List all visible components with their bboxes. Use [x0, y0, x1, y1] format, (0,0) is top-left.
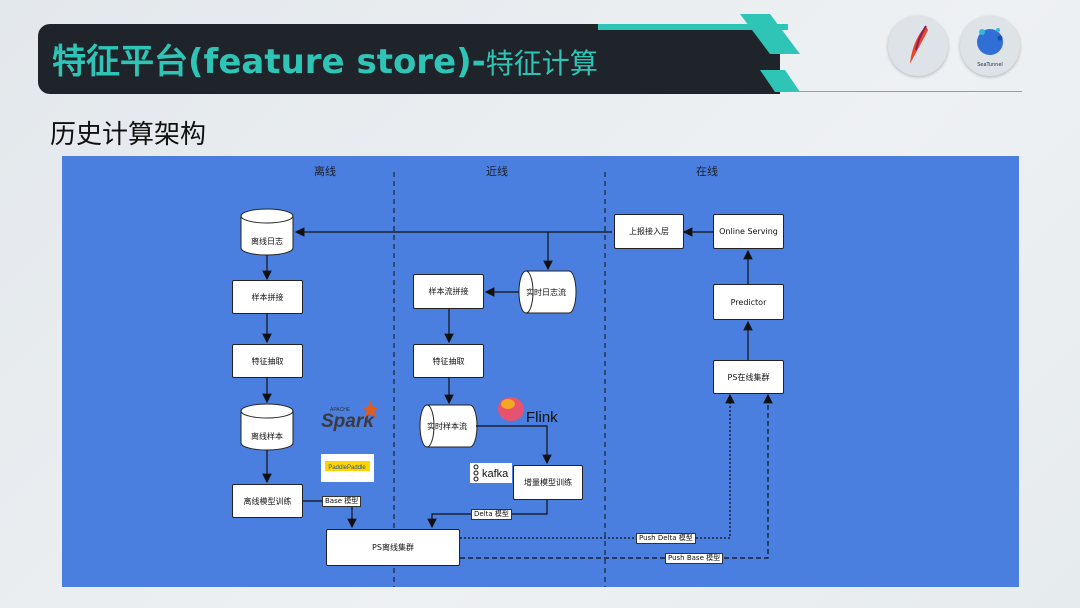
cylinder-realtime-log-stream [518, 270, 577, 314]
paddle-logo-text: PaddlePaddle [328, 465, 366, 471]
paddle-logo: PaddlePaddle [321, 454, 374, 482]
edge-push-base [460, 393, 773, 559]
node-stream-join: 样本流拼接 [413, 274, 484, 309]
spark-star-icon [361, 400, 380, 418]
title-accent-bar [598, 24, 788, 30]
architecture-diagram [62, 156, 1019, 587]
kafka-icon [473, 464, 479, 470]
edge-label-push-base: Push Base 模型 [665, 553, 724, 564]
flink-logo-text: Flink [526, 409, 558, 426]
lane-label-offline: 离线 [314, 165, 336, 178]
feather-icon [910, 25, 928, 64]
kafka-logo-text: kafka [482, 468, 509, 480]
apache-feather-logo [888, 16, 948, 76]
page-title-light: 特征计算 [485, 47, 598, 80]
node-online-serving: Online Serving [713, 214, 784, 249]
node-report-layer: 上报接入层 [614, 214, 684, 249]
cylinder-realtime-sample-stream [419, 404, 478, 448]
node-offline-log: 离线日志 [251, 236, 283, 246]
node-predictor: Predictor [713, 284, 784, 320]
section-subtitle: 历史计算架构 [50, 120, 207, 150]
page-title: 特征平台(feature store)-特征计算 [52, 34, 598, 83]
node-ps-online: PS在线集群 [713, 360, 784, 394]
flink-logo: Flink [498, 397, 558, 426]
edge-sample-to-incremental [476, 425, 552, 465]
lane-label-online: 在线 [696, 165, 718, 178]
spark-logo-text: Spark [321, 411, 375, 432]
edge-push-delta [460, 393, 735, 539]
node-ps-offline: PS离线集群 [326, 529, 460, 566]
title-underline [790, 91, 1022, 92]
seatunnel-logo-text: SeaTunnel [977, 62, 1003, 68]
node-realtime-log-stream: 实时日志流 [526, 287, 566, 297]
seatunnel-icon [977, 28, 1003, 55]
seatunnel-logo: SeaTunnel [960, 16, 1020, 76]
node-offline-sample: 离线样本 [251, 431, 283, 441]
lane-label-nearline: 近线 [486, 165, 508, 178]
kafka-logo: kafka [470, 463, 512, 483]
page-title-main: 特征平台(feature store)- [52, 42, 486, 82]
edge-label-base-model: Base 模型 [322, 496, 362, 507]
edge-label-push-delta: Push Delta 模型 [636, 533, 696, 544]
spark-logo-small: APACHE [330, 407, 351, 413]
node-feature-extract: 特征抽取 [232, 344, 303, 378]
node-sample-join: 样本拼接 [232, 280, 303, 314]
title-bar: 特征平台(feature store)-特征计算 [38, 24, 788, 94]
node-offline-train: 离线模型训练 [232, 484, 303, 518]
node-realtime-sample-stream: 实时样本流 [427, 421, 467, 431]
node-stream-feature-extract: 特征抽取 [413, 344, 484, 378]
cylinder-offline-log [240, 208, 294, 256]
edge-label-delta-model: Delta 模型 [471, 509, 512, 520]
spark-logo: APACHE Spark [321, 400, 380, 432]
node-incremental-train: 增量模型训练 [513, 465, 583, 500]
